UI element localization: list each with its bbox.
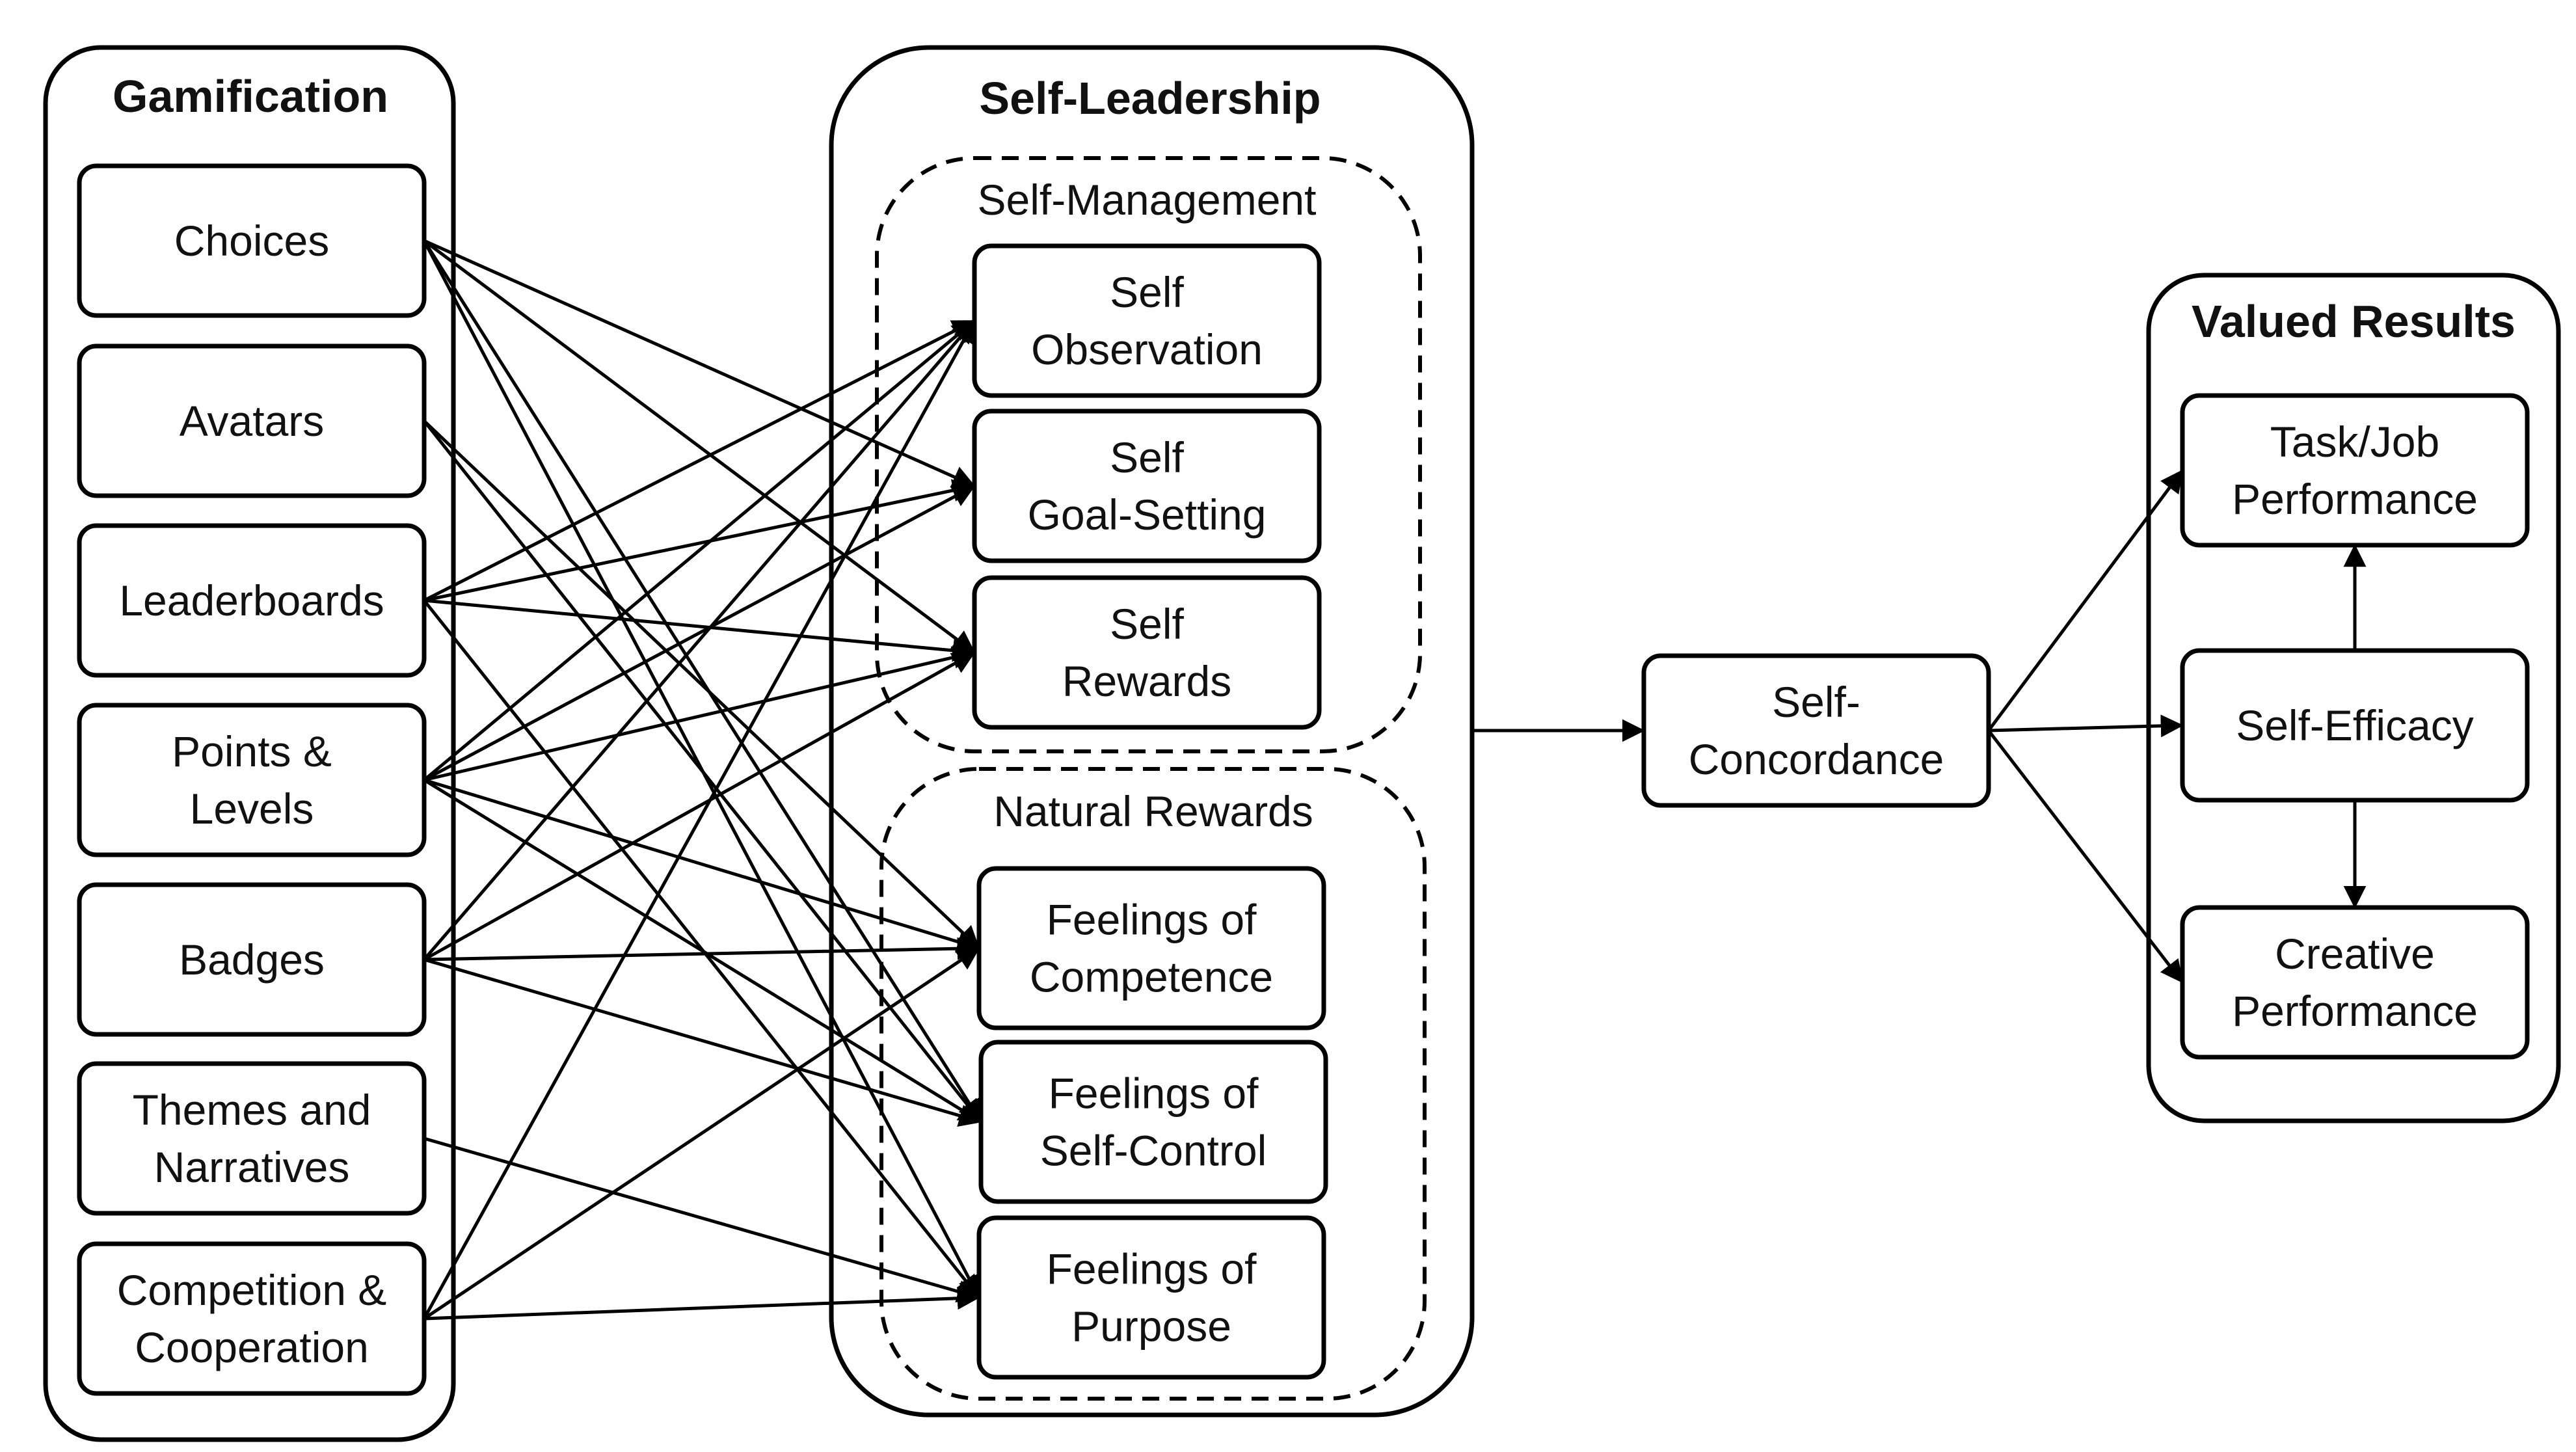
node-label-self-efficacy-1: Self-Efficacy <box>2236 701 2474 749</box>
node-label-feelings-self-control-1: Feelings of <box>1049 1069 1259 1118</box>
node-label-creative-performance-2: Performance <box>2232 987 2478 1035</box>
node-avatars: Avatars <box>77 343 427 498</box>
natural-rewards-title: Natural Rewards <box>993 787 1313 835</box>
node-leaderboards: Leaderboards <box>77 523 427 678</box>
edge-themes-narratives-to-feelings-purpose <box>423 1136 980 1303</box>
edge-points-levels-to-self-rewards <box>423 646 976 782</box>
node-points-levels: Points & Levels <box>77 703 427 857</box>
node-label-competition-cooperation-1: Competition & <box>117 1266 387 1314</box>
edge-competition-cooperation-to-self-observation <box>422 319 976 1320</box>
node-label-competition-cooperation-2: Cooperation <box>135 1323 369 1371</box>
edge-badges-to-feelings-self-control <box>423 958 982 1127</box>
node-box-feelings-self-control <box>978 1040 1328 1204</box>
node-box-creative-performance <box>2180 905 2530 1060</box>
gamification-title: Gamification <box>113 71 388 122</box>
node-badges: Badges <box>77 882 427 1037</box>
node-label-leaderboards-1: Leaderboards <box>119 576 384 625</box>
node-label-badges-1: Badges <box>179 935 325 984</box>
node-label-self-rewards-2: Rewards <box>1062 657 1231 705</box>
node-box-self-efficacy <box>2180 648 2530 803</box>
edge-avatars-to-feelings-self-control <box>423 420 982 1123</box>
edge-points-levels-to-self-goal-setting <box>423 484 976 782</box>
node-label-task-job-performance-1: Task/Job <box>2270 418 2439 466</box>
edge-leaderboards-to-self-rewards <box>423 598 976 662</box>
node-box-feelings-competence <box>976 866 1326 1030</box>
node-label-points-levels-1: Points & <box>172 727 332 775</box>
node-label-self-goal-setting-2: Goal-Setting <box>1028 491 1267 539</box>
node-box-self-concordance <box>1641 653 1991 808</box>
node-label-feelings-purpose-1: Feelings of <box>1047 1245 1257 1293</box>
node-box-self-observation <box>972 243 1322 398</box>
node-label-feelings-competence-2: Competence <box>1030 953 1273 1001</box>
node-label-feelings-competence-1: Feelings of <box>1047 896 1257 944</box>
node-label-self-rewards-1: Self <box>1110 600 1184 648</box>
edge-leaderboards-to-self-goal-setting <box>423 479 976 602</box>
node-label-self-observation-1: Self <box>1110 268 1184 316</box>
node-competition-cooperation: Competition & Cooperation <box>77 1241 427 1396</box>
node-box-leaderboards <box>77 523 427 678</box>
node-box-task-job-performance <box>2180 393 2530 548</box>
edge-self-concordance-to-creative-performance <box>1987 729 2184 984</box>
node-label-self-goal-setting-1: Self <box>1110 433 1184 481</box>
node-choices: Choices <box>77 163 427 318</box>
node-label-feelings-self-control-2: Self-Control <box>1040 1127 1267 1175</box>
edge-competition-cooperation-to-feelings-purpose <box>423 1287 980 1321</box>
edge-leaderboards-to-self-observation <box>423 319 976 602</box>
self-management-title: Self-Management <box>978 176 1317 224</box>
valued-results-group <box>2146 273 2561 1123</box>
valued-results-title: Valued Results <box>2192 296 2516 347</box>
edge-avatars-to-feelings-competence <box>423 420 980 950</box>
self-management-group <box>875 156 1422 753</box>
edge-self-concordance-to-task-job-performance <box>1987 469 2184 732</box>
node-label-choices-1: Choices <box>174 217 329 265</box>
natural-rewards-group <box>879 767 1427 1401</box>
self-leadership-title: Self-Leadership <box>979 73 1321 124</box>
edge-choices-to-feelings-self-control <box>422 239 983 1123</box>
edge-competition-cooperation-to-feelings-competence <box>423 947 980 1321</box>
node-label-creative-performance-1: Creative <box>2275 930 2435 978</box>
edge-points-levels-to-self-observation <box>423 319 976 781</box>
edge-badges-to-self-observation <box>423 319 976 961</box>
edge-choices-to-self-goal-setting <box>423 239 976 488</box>
node-label-themes-narratives-2: Narratives <box>154 1143 350 1191</box>
node-label-self-observation-2: Observation <box>1031 325 1263 373</box>
node-box-feelings-purpose <box>976 1215 1326 1380</box>
node-box-themes-narratives <box>77 1061 427 1216</box>
edge-points-levels-to-feelings-self-control <box>423 778 982 1123</box>
node-feelings-competence: Feelings of Competence <box>976 866 1326 1030</box>
edge-choices-to-self-rewards <box>423 239 976 654</box>
edge-badges-to-feelings-competence <box>423 937 980 961</box>
node-box-choices <box>77 163 427 318</box>
node-self-efficacy: Self-Efficacy <box>2180 648 2530 803</box>
gamification-group <box>43 45 456 1442</box>
node-feelings-purpose: Feelings of Purpose <box>976 1215 1326 1380</box>
node-box-badges <box>77 882 427 1037</box>
node-box-self-rewards <box>972 575 1322 730</box>
node-box-avatars <box>77 343 427 498</box>
node-box-points-levels <box>77 703 427 857</box>
node-label-points-levels-2: Levels <box>190 785 314 833</box>
node-feelings-self-control: Feelings of Self-Control <box>978 1040 1328 1204</box>
node-label-self-concordance-2: Concordance <box>1689 735 1944 783</box>
node-label-self-concordance-1: Self- <box>1772 678 1860 726</box>
edge-badges-to-self-rewards <box>423 651 976 961</box>
node-self-concordance: Self- Concordance <box>1641 653 1991 808</box>
node-label-themes-narratives-1: Themes and <box>133 1086 371 1134</box>
node-box-competition-cooperation <box>77 1241 427 1396</box>
node-label-avatars-1: Avatars <box>180 397 325 445</box>
node-label-task-job-performance-2: Performance <box>2232 475 2478 523</box>
node-box-self-goal-setting <box>972 409 1322 563</box>
node-label-feelings-purpose-2: Purpose <box>1071 1302 1231 1351</box>
edge-self-concordance-to-self-efficacy <box>1988 714 2184 738</box>
edge-points-levels-to-feelings-competence <box>423 778 980 953</box>
